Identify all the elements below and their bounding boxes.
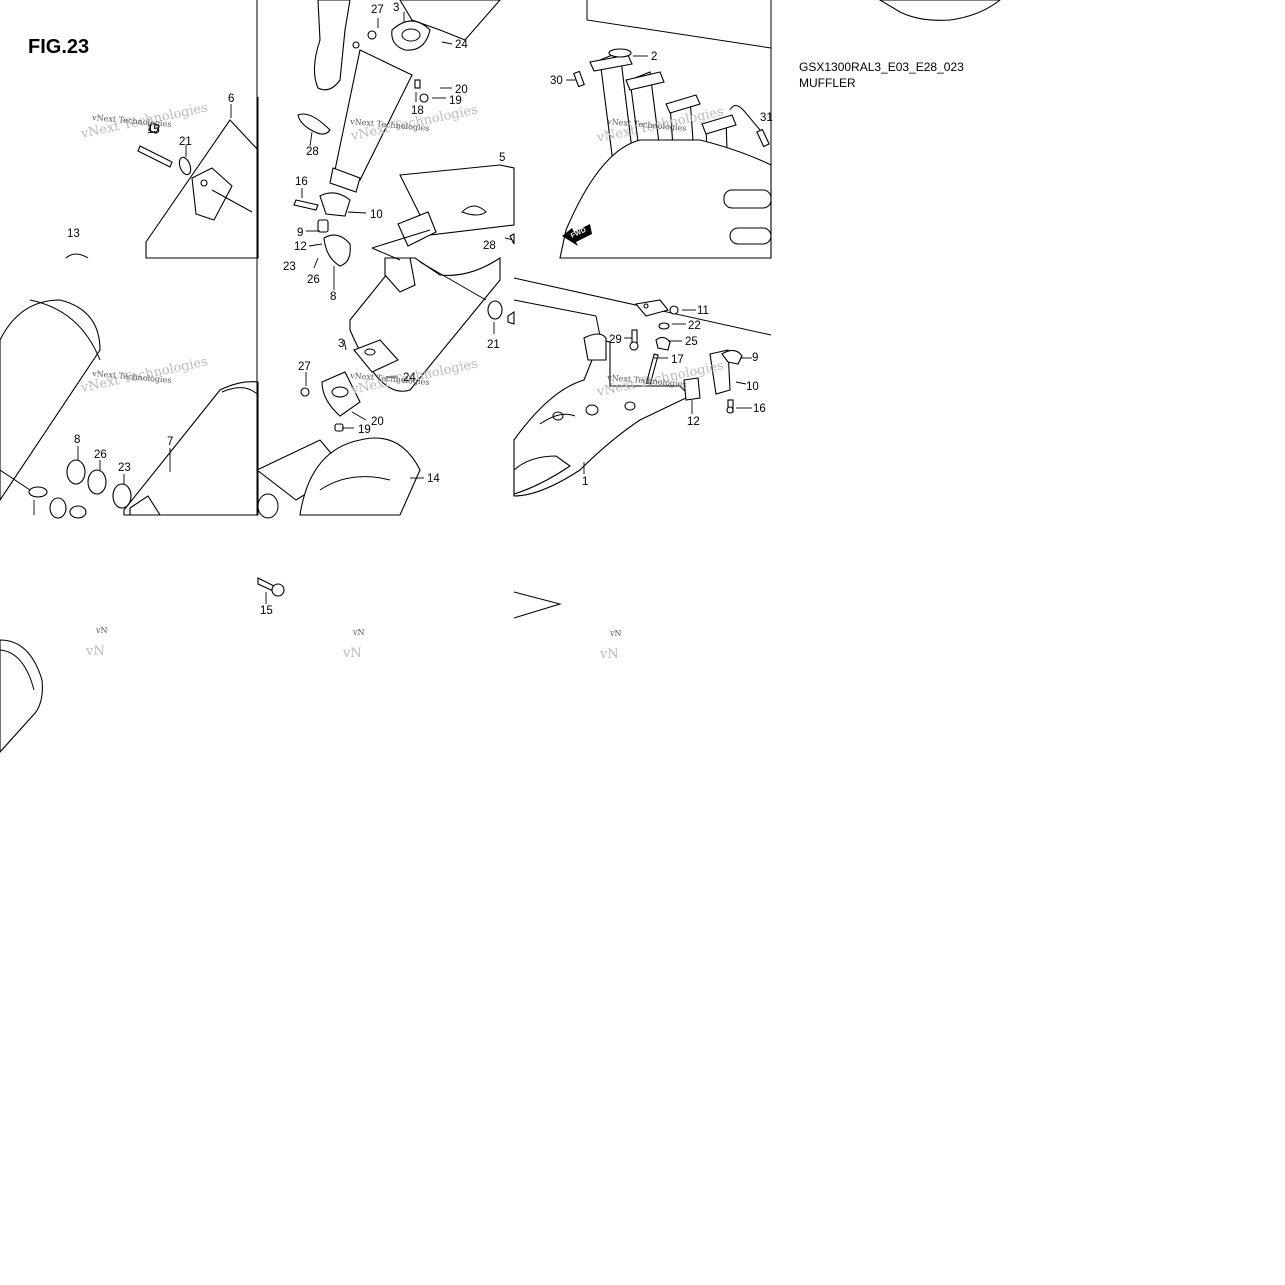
callout-17: 17 xyxy=(671,354,684,366)
callout-20b: 20 xyxy=(371,416,384,428)
callout-25: 25 xyxy=(685,336,698,348)
callout-24: 24 xyxy=(455,39,468,51)
callout-13: 13 xyxy=(67,228,80,240)
tile-e xyxy=(255,164,515,604)
washer-21-mid xyxy=(487,300,503,320)
callout-11: 11 xyxy=(697,305,709,317)
callout-31: 31 xyxy=(760,112,773,124)
tile-d xyxy=(0,299,259,519)
callout-20: 20 xyxy=(455,84,468,96)
tile-a xyxy=(65,97,259,259)
callout-23b: 23 xyxy=(118,462,131,474)
svg-text:vN: vN xyxy=(599,647,619,662)
callouts: 27 3 24 20 19 18 28 16 10 9 12 23 26 8 6… xyxy=(67,2,773,617)
callout-15: 15 xyxy=(147,124,160,136)
callout-1: 1 xyxy=(582,476,588,488)
callout-23: 23 xyxy=(283,261,296,273)
callout-24b: 24 xyxy=(403,372,416,384)
callout-8b: 8 xyxy=(74,434,80,446)
callout-21: 21 xyxy=(179,136,192,148)
callout-21b: 21 xyxy=(487,339,500,351)
callout-3: 3 xyxy=(393,2,399,14)
callout-22: 22 xyxy=(688,320,701,332)
callout-16: 16 xyxy=(295,176,308,188)
tile-b xyxy=(256,0,501,290)
tile-f xyxy=(513,277,772,619)
callout-16b: 16 xyxy=(753,403,766,415)
callout-10b: 10 xyxy=(746,381,759,393)
svg-text:vN: vN xyxy=(95,626,108,635)
svg-text:vN: vN xyxy=(352,628,365,637)
figure-name: MUFFLER xyxy=(799,76,856,90)
bolt-15-top xyxy=(137,145,173,168)
callout-28: 28 xyxy=(306,146,319,158)
heat-shield-top xyxy=(313,0,351,91)
callout-5: 5 xyxy=(499,152,505,164)
callout-7: 7 xyxy=(167,436,173,448)
connecting-pipe xyxy=(334,49,413,181)
washer-21-top xyxy=(178,156,192,176)
callout-8: 8 xyxy=(330,291,336,303)
figure-info: GSX1300RAL3_E03_E28_023 MUFFLER xyxy=(799,59,964,91)
callout-9: 9 xyxy=(297,227,303,239)
clamp-10 xyxy=(319,192,351,217)
svg-text:vN: vN xyxy=(342,646,362,661)
callout-12b: 12 xyxy=(687,416,700,428)
callout-6: 6 xyxy=(228,93,234,105)
figure-title: FIG.23 xyxy=(28,36,90,58)
callout-3b: 3 xyxy=(338,338,344,350)
callout-12: 12 xyxy=(294,241,307,253)
callout-19: 19 xyxy=(449,95,462,107)
callout-10: 10 xyxy=(370,209,383,221)
tile-g xyxy=(0,639,43,753)
pipe-joint-5 xyxy=(397,211,437,247)
callout-26: 26 xyxy=(307,274,320,286)
callout-28b: 28 xyxy=(483,240,496,252)
bracket-11 xyxy=(634,299,669,317)
svg-text:vN: vN xyxy=(609,629,622,638)
muffler-body-7 xyxy=(0,299,101,501)
callout-27b: 27 xyxy=(298,361,311,373)
grommet-8 xyxy=(66,459,86,485)
callout-2: 2 xyxy=(651,51,657,63)
tile-c: FWD xyxy=(559,0,772,259)
figure-code: GSX1300RAL3_E03_E28_023 xyxy=(799,60,964,74)
svg-text:vN: vN xyxy=(85,644,105,659)
callout-29: 29 xyxy=(609,334,622,346)
callout-19b: 19 xyxy=(358,424,371,436)
muffler-fragment-top xyxy=(878,0,1001,21)
callout-9b: 9 xyxy=(752,352,758,364)
callout-26b: 26 xyxy=(94,449,107,461)
callout-18: 18 xyxy=(411,105,424,117)
callout-14: 14 xyxy=(427,473,440,485)
clamp-28 xyxy=(297,113,331,135)
callout-27: 27 xyxy=(371,4,384,16)
exhaust-pipe-flange xyxy=(589,54,633,72)
callout-30: 30 xyxy=(550,75,563,87)
muffler-tip xyxy=(0,639,43,753)
callout-15b: 15 xyxy=(260,605,273,617)
gasket-2 xyxy=(608,48,632,58)
